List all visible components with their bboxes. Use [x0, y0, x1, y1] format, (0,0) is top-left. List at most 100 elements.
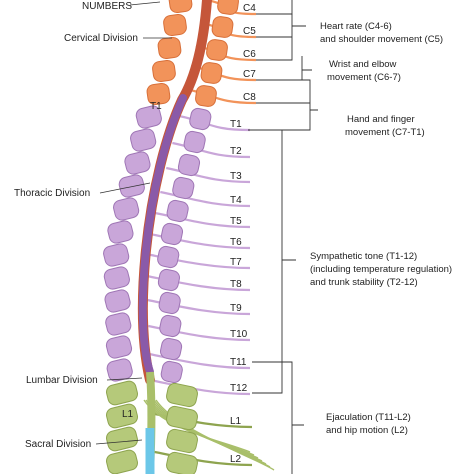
vertebral-body: [168, 0, 193, 14]
spinous-process: [166, 428, 198, 454]
ejaculation-line1: Ejaculation (T11-L2): [326, 412, 411, 423]
spinous-process: [183, 130, 206, 154]
vertebral-body: [163, 13, 187, 37]
sympathetic-line2: (including temperature regulation): [310, 264, 452, 275]
nerve-root-t4: [160, 190, 251, 208]
cervical-division-label: Cervical Division: [64, 33, 138, 44]
ejaculation-line2: and hip motion (L2): [326, 425, 408, 436]
sympathetic-line3: and trunk stability (T2-12): [310, 277, 418, 288]
cord-thoracic-segment: [138, 94, 187, 376]
vertebral-body: [113, 197, 140, 221]
spinous-process: [200, 62, 223, 84]
heart-rate-bracket: [256, 14, 306, 61]
sympathetic-line1: Sympathetic tone (T1-12): [310, 251, 417, 262]
thoracic-division-label: Thoracic Division: [14, 188, 90, 199]
spinous-process: [189, 107, 212, 131]
spinous-process: [166, 382, 198, 408]
wrist-bracket: [256, 56, 312, 81]
nerve-root-t6: [149, 232, 251, 250]
spinous-process: [195, 85, 217, 107]
sacral-nerve: [155, 399, 275, 471]
nerve-level-label-t7: T7: [230, 257, 242, 268]
hand-line2: movement (C7-T1): [345, 127, 425, 138]
vertebral-body: [106, 358, 133, 382]
nerve-level-label-c4: C4: [243, 3, 256, 14]
spinal-cord: [137, 0, 212, 474]
spinous-process: [166, 199, 189, 223]
vertebral-body: [146, 82, 171, 106]
nerve-root-t2: [172, 141, 251, 159]
nerve-level-label-t12: T12: [230, 383, 248, 394]
nerve-level-label-t6: T6: [230, 237, 242, 248]
spinous-process: [158, 291, 181, 315]
nerve-level-label-l1: L1: [230, 416, 242, 427]
nerve-root-t9: [147, 298, 251, 316]
spinous-process: [166, 451, 198, 474]
t1-body-label: T1: [150, 101, 162, 112]
nerve-root-t8: [146, 274, 251, 292]
nerve-root-t1: [178, 114, 251, 132]
spinous-process: [211, 16, 234, 38]
vertebral-body: [135, 105, 162, 129]
nerve-root-t3: [166, 166, 251, 184]
vertebral-body: [124, 151, 151, 175]
vertebral-body: [103, 266, 130, 290]
vertebral-body: [157, 36, 182, 60]
spinous-process: [217, 0, 239, 15]
vertebral-body: [106, 449, 138, 474]
nerve-level-label-t9: T9: [230, 303, 242, 314]
nerve-level-label-t10: T10: [230, 329, 248, 340]
vertebral-body: [130, 128, 157, 152]
nerve-roots: [143, 0, 275, 471]
l1-body-label: L1: [122, 409, 134, 420]
ejaculation-bracket: [252, 361, 304, 474]
nerve-level-label-c8: C8: [243, 92, 256, 103]
hand-bracket: [248, 79, 318, 131]
vertebral-body: [152, 59, 176, 83]
vertebral-body: [104, 289, 131, 313]
nerve-level-label-t3: T3: [230, 171, 242, 182]
vertebral-body: [105, 335, 133, 359]
spinous-process: [166, 405, 198, 431]
spinous-process: [159, 337, 183, 361]
nerve-root-t7: [145, 252, 251, 270]
spinous-process: [172, 176, 195, 200]
spinous-process: [160, 222, 184, 246]
nerve-level-label-t5: T5: [230, 216, 242, 227]
numbers-label: NUMBERS: [82, 1, 132, 12]
heart-rate-line2: and shoulder movement (C5): [320, 34, 443, 45]
sacral-leader: [95, 439, 143, 445]
nerve-level-label-t2: T2: [230, 146, 242, 157]
wrist-line2: movement (C6-7): [327, 72, 401, 83]
vertebral-body: [103, 243, 130, 267]
spinous-processes: [157, 0, 239, 474]
wrist-line1: Wrist and elbow: [329, 59, 397, 70]
nerve-level-label-l2: L2: [230, 454, 242, 465]
spinous-process: [159, 314, 182, 338]
nerve-level-labels: C4C5C6C7C8T1T2T3T4T5T6T7T8T9T10T11T12L1L…: [230, 3, 256, 465]
nerve-root-t11: [148, 352, 251, 370]
nerve-root-c8: [185, 87, 257, 105]
lumbar-leader: [106, 377, 143, 381]
sympathetic-bracket: [252, 129, 296, 394]
vertebral-body: [107, 220, 134, 244]
nerve-level-label-c5: C5: [243, 26, 256, 37]
function-labels: Heart rate (C4-6) and shoulder movement …: [310, 21, 452, 436]
nerve-level-label-c7: C7: [243, 69, 256, 80]
heart-rate-bracket-top: [256, 0, 293, 15]
nerve-root-t5: [154, 211, 251, 229]
nerve-level-label-c6: C6: [243, 49, 256, 60]
vertebral-body: [106, 380, 138, 406]
sacral-division-label: Sacral Division: [25, 439, 91, 450]
spinous-process: [206, 39, 228, 61]
nerve-level-label-t11: T11: [230, 357, 247, 368]
function-brackets: [248, 0, 318, 474]
vertebral-body: [106, 403, 138, 429]
spinous-process: [160, 360, 183, 384]
nerve-root-t10: [148, 324, 251, 342]
hand-line1: Hand and finger: [347, 114, 415, 125]
spinous-process: [177, 153, 201, 177]
lumbar-division-label: Lumbar Division: [26, 375, 98, 386]
thoracic-leader: [99, 182, 151, 194]
heart-rate-line1: Heart rate (C4-6): [320, 21, 392, 32]
